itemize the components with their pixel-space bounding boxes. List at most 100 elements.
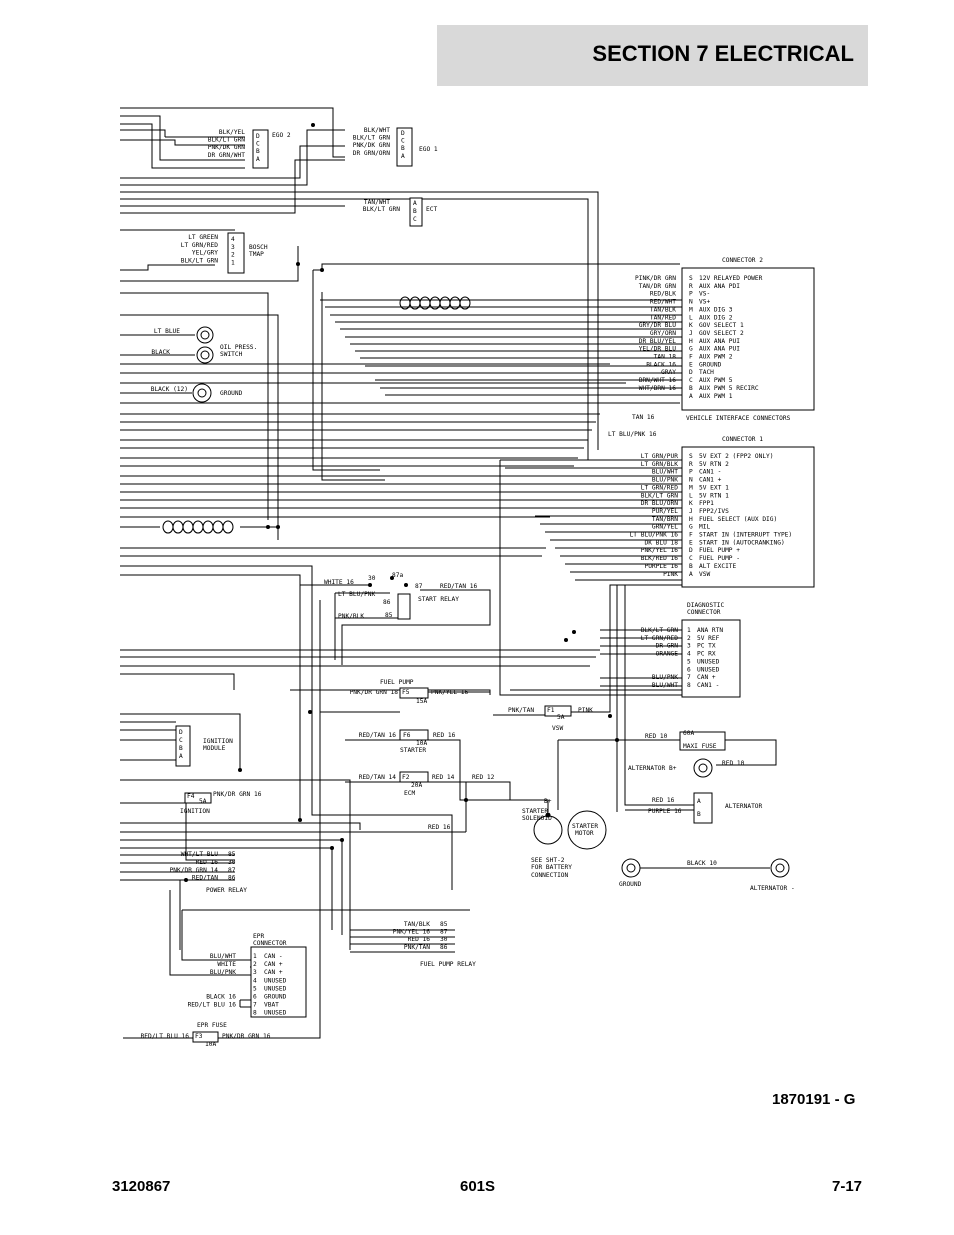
connector2-func-label: AUX ANA PDI <box>699 283 740 290</box>
ignition-module-pin: B <box>179 745 183 752</box>
connector1-wire-label: PURPLE 16 <box>644 563 678 570</box>
connector1-func-label: FPP2/IVS <box>699 508 729 515</box>
diag-pin-label: 5 <box>687 658 691 665</box>
ego1-pin-label: C <box>401 138 405 145</box>
epr-func: CAN + <box>264 961 283 968</box>
diag-title: DIAGNOSTIC <box>687 602 725 609</box>
epr-pin: 8 <box>253 1010 257 1017</box>
diag-pin-label: 3 <box>687 643 691 650</box>
diag-func-label: CAN1 - <box>697 682 719 689</box>
connector2-pin-label: L <box>689 314 693 321</box>
start-relay-label: LT BLU/PNK <box>338 591 376 598</box>
ecm-wire: RED 14 <box>432 774 455 781</box>
ecm-wire: RED/TAN 14 <box>359 774 397 781</box>
epr-pin: 4 <box>253 977 257 984</box>
section-header: SECTION 7 ELECTRICAL <box>437 25 868 86</box>
ground2-wire: BLACK 10 <box>687 860 717 867</box>
connector1-pin-label: S <box>689 453 693 460</box>
diag-pin-label: 1 <box>687 627 691 634</box>
connector1-wire-label: DR BLU/ORN <box>641 500 679 507</box>
connector2-pin-label: E <box>689 361 693 368</box>
connector1-pin-label: J <box>689 508 693 515</box>
diag-wire-label: BLU/WHT <box>652 682 678 689</box>
epr-pin: 1 <box>253 953 257 960</box>
diag-pin-label: 7 <box>687 674 691 681</box>
connector2-func-label: VS- <box>699 291 710 298</box>
connector2-wire-label: TAN/BLK <box>650 306 676 313</box>
alternator-pin: B <box>697 811 701 818</box>
connector1-func-label: CAN1 + <box>699 477 722 484</box>
starter-motor-label: MOTOR <box>575 830 594 837</box>
epr-pin: 2 <box>253 961 257 968</box>
ect-wire-label: BLK/LT GRN <box>363 206 401 213</box>
ignition-fuse-rating: 5A <box>199 798 207 805</box>
connector2-pin-label: A <box>689 393 693 400</box>
ecm-name: ECM <box>404 790 415 797</box>
ego2-pin-label: A <box>256 156 260 163</box>
vsw-name: VSW <box>552 725 563 732</box>
epr-wire: WHITE <box>217 961 236 968</box>
ego2-wire-label: DR GRN/WHT <box>208 152 246 159</box>
connector2-wire-label: RED/WHT <box>650 299 676 306</box>
start-relay-label: 87 <box>415 583 423 590</box>
starter-solenoid-label: STARTER <box>522 808 548 815</box>
connector2-pin-label: H <box>689 338 693 345</box>
connector2-pin-label: F <box>689 354 693 361</box>
connector2-footer: VEHICLE INTERFACE CONNECTORS <box>686 415 791 422</box>
connector2-func-label: 12V RELAYED POWER <box>699 275 763 282</box>
connector1-pin-label: N <box>689 477 693 484</box>
connector1-func-label: ALT EXCITE <box>699 563 737 570</box>
ego2-name: EGO 2 <box>272 132 291 139</box>
epr-wire: BLU/PNK <box>210 969 236 976</box>
connector2-func-label: AUX DIG 3 <box>699 306 733 313</box>
connector2-wire-label: GRY/ORN <box>650 330 676 337</box>
diag-pin-label: 8 <box>687 682 691 689</box>
ego1-wire-label: BLK/LT GRN <box>353 135 391 142</box>
epr-func: CAN - <box>264 953 283 960</box>
diag-title: CONNECTOR <box>687 609 721 616</box>
connector2-wire-label: TAN/DR GRN <box>639 283 677 290</box>
ignition-name: IGNITION <box>180 808 210 815</box>
connector1-pin-label: P <box>689 469 693 476</box>
ego1-wire-label: PNK/DK GRN <box>353 142 391 149</box>
epr-fuse-title: EPR FUSE <box>197 1022 227 1029</box>
oil-wire-label: LT BLUE <box>154 328 180 335</box>
connector1-func-label: CAN1 - <box>699 469 721 476</box>
fuel-pump-wire: PNK/YEL 16 <box>431 689 469 696</box>
ego1-wire-label: DR GRN/ORN <box>353 150 391 157</box>
connector1-wire-label: BLU/WHT <box>652 469 678 476</box>
fuel-pump-relay-pin: 87 <box>440 929 448 936</box>
ect-pin-label: C <box>413 216 417 223</box>
fuel-pump-relay-wire: PNK/TAN <box>404 944 430 951</box>
starter-wire: RED 16 <box>433 732 456 739</box>
connector2-wire-label: BRN/WHT 16 <box>639 377 677 384</box>
epr-title: EPR <box>253 933 264 940</box>
connector2-wire-label: TAN/RED <box>650 314 676 321</box>
diag-wire-label: ORANGE <box>656 651 679 658</box>
vsw-wire: PNK/TAN <box>508 707 534 714</box>
ground1-label: GROUND <box>220 390 243 397</box>
fuel-pump-fuse-id: F5 <box>402 689 410 696</box>
connector1-wire-label: BLK/RED 16 <box>641 555 679 562</box>
connector2-pin-label: D <box>689 369 693 376</box>
tmap-pin-label: 1 <box>231 259 235 266</box>
starter-motor-label: STARTER <box>572 823 598 830</box>
ground2-label: GROUND <box>619 881 642 888</box>
connector1-func-label: 5V EXT 2 (FPP2 ONLY) <box>699 453 774 460</box>
connector2-wire-label: BLACK 16 <box>646 361 676 368</box>
starter-fuse-rating: 10A <box>416 740 427 747</box>
connector2-pin-label: R <box>689 283 693 290</box>
connector1-pin-label: F <box>689 532 693 539</box>
ect-name: ECT <box>426 206 437 213</box>
connector2-title: CONNECTOR 2 <box>722 257 763 264</box>
tmap-wire-label: LT GRN/RED <box>181 242 219 249</box>
connector2-pin-label: K <box>689 322 693 329</box>
fuel-pump-relay-wire: TAN/BLK <box>404 921 430 928</box>
ego1-name: EGO 1 <box>419 146 438 153</box>
tan16-label: TAN 16 <box>632 414 655 421</box>
vsw-fuse-rating: 5A <box>557 714 565 721</box>
connector2-func-label: GOV SELECT 2 <box>699 330 744 337</box>
connector1-wire-label: DK BLU 18 <box>644 539 678 546</box>
diag-wire-label: BLK/LT GRN <box>641 627 679 634</box>
connector1-func-label: FPP1 <box>699 500 714 507</box>
